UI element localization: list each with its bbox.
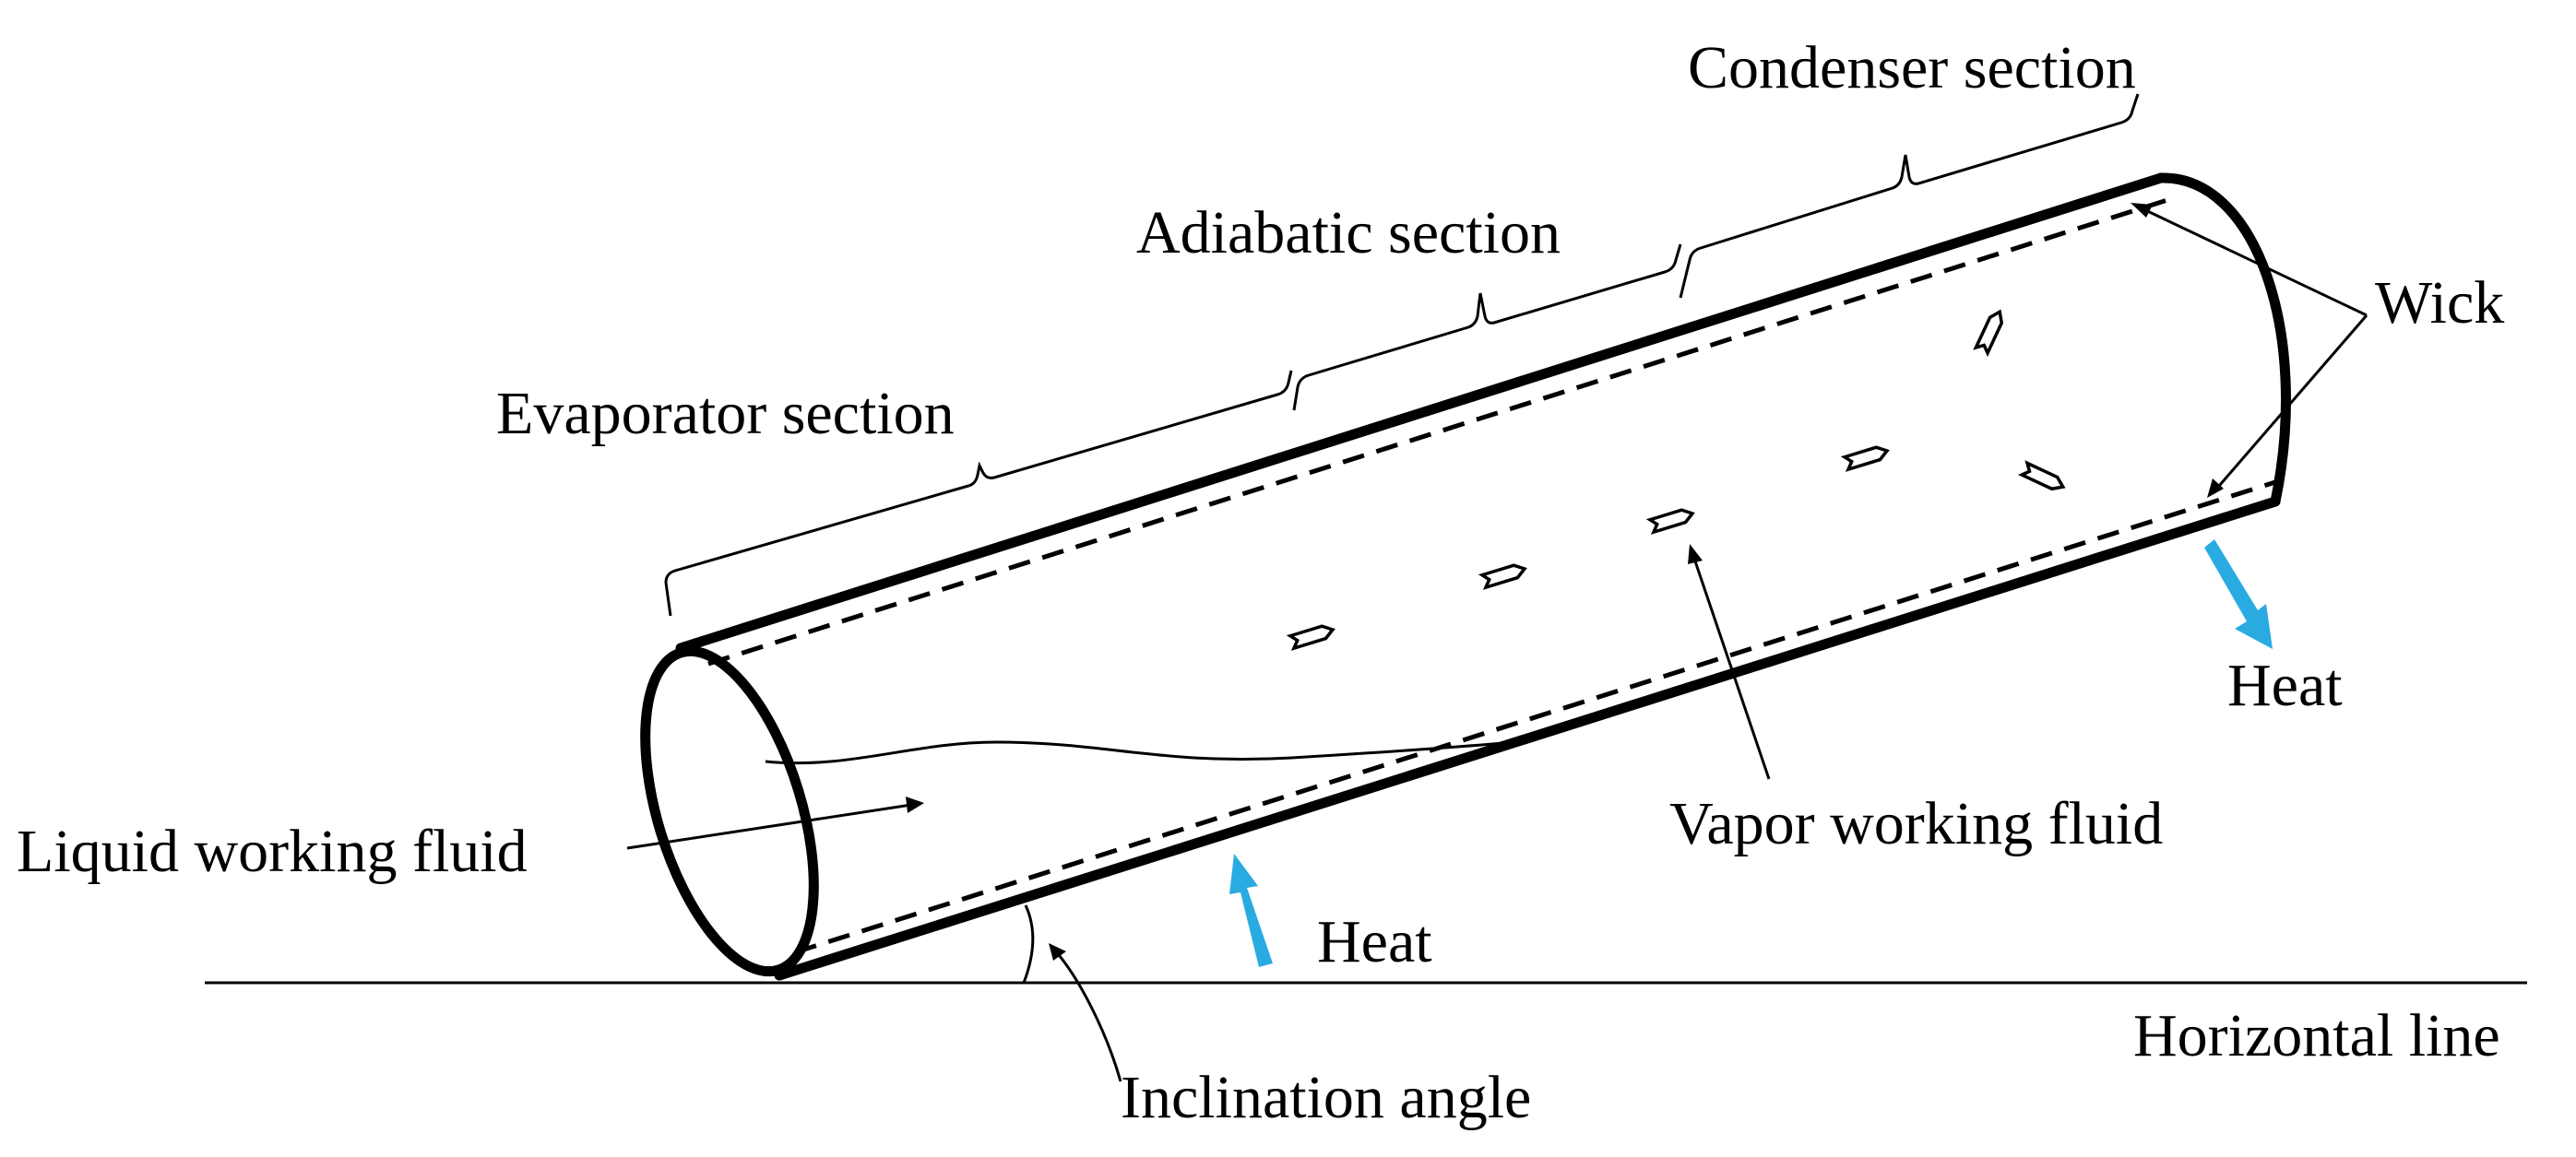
adiabatic-section-label: Adiabatic section: [1136, 199, 1561, 266]
wick-bottom-line: [794, 478, 2279, 955]
section-braces: [664, 93, 2140, 617]
vapor-arrow: [1840, 445, 1890, 472]
inclination-angle-arc: [1022, 904, 1035, 984]
vapor-arrow: [1286, 624, 1335, 651]
heat-out-label: Heat: [2227, 652, 2343, 719]
inclination-angle-label: Inclination angle: [1121, 1064, 1531, 1131]
vapor-arrow: [1478, 563, 1527, 590]
vapor-pointer-head: [1688, 544, 1703, 564]
vapor-arrow: [2017, 460, 2066, 491]
inclination-pointer-head: [1049, 943, 1066, 961]
evaporator-brace: [664, 370, 1293, 617]
vapor-working-fluid-label: Vapor working fluid: [1669, 790, 2163, 857]
heat-arrows: [1229, 539, 2273, 967]
liquid-working-fluid-label: Liquid working fluid: [17, 818, 528, 885]
heat-pipe: [640, 172, 2291, 981]
pipe-top-edge: [675, 172, 2166, 654]
adiabatic-brace: [1292, 243, 1682, 411]
vapor-arrow: [1973, 309, 2004, 358]
wick-top-line: [707, 197, 2168, 667]
horizontal-line-label: Horizontal line: [2133, 1002, 2500, 1069]
evaporator-section-label: Evaporator section: [496, 380, 955, 447]
vapor-flow-arrows: [1286, 309, 2066, 651]
wick-pointer-top-head: [2131, 203, 2153, 218]
pointers: [626, 203, 2368, 1082]
wick-label: Wick: [2375, 269, 2504, 336]
vapor-arrow: [1645, 508, 1695, 535]
wick-pointer-bottom-head: [2207, 478, 2224, 498]
condenser-brace: [1679, 93, 2140, 299]
heat-out-arrow: [2204, 539, 2273, 649]
pipe-left-end: [640, 645, 819, 977]
pipe-right-end: [2155, 172, 2291, 507]
liquid-pointer-head: [906, 797, 924, 813]
liquid-pointer: [626, 803, 912, 850]
heat-in-arrow: [1229, 854, 1273, 967]
pipe-bottom-edge: [774, 496, 2281, 981]
condenser-section-label: Condenser section: [1688, 34, 2136, 101]
liquid-surface: [765, 740, 1504, 765]
wick-pointer-top: [2139, 206, 2368, 317]
wick-pointer-bottom: [2212, 314, 2368, 493]
heat-in-label: Heat: [1317, 908, 1432, 975]
vapor-pointer: [1691, 552, 1771, 780]
inclination-pointer: [1052, 948, 1122, 1082]
